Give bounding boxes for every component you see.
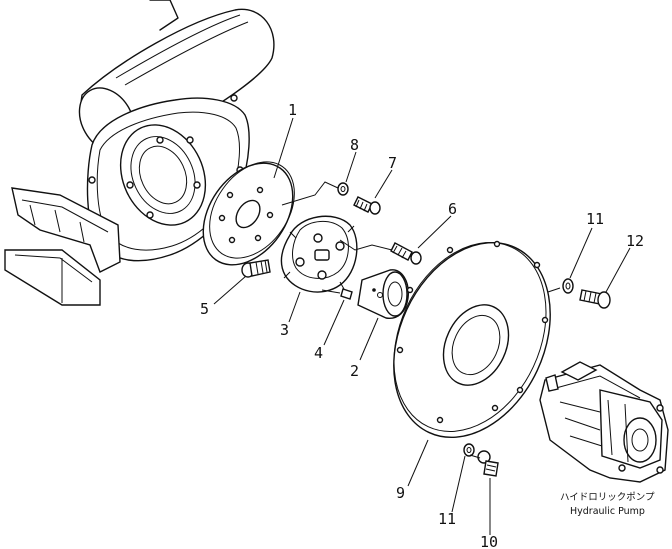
part-11-washer-upper bbox=[562, 278, 574, 294]
part-11-washer-lower bbox=[463, 443, 475, 457]
callout-11-upper: 11 bbox=[586, 210, 604, 228]
part-2-hub bbox=[357, 269, 409, 319]
callout-11-lower: 11 bbox=[438, 510, 456, 528]
part-9-flywheel bbox=[393, 240, 551, 439]
part-4-set-screw bbox=[340, 288, 353, 300]
callouts: 1 8 7 6 11 12 5 3 4 2 9 11 10 bbox=[200, 101, 644, 549]
callout-3: 3 bbox=[280, 321, 289, 339]
hydraulic-pump bbox=[539, 361, 669, 483]
callout-2: 2 bbox=[350, 362, 359, 380]
leader-lines bbox=[213, 117, 631, 535]
part-10-bolt bbox=[477, 450, 499, 477]
callout-12: 12 bbox=[626, 232, 644, 250]
part-12-bolt bbox=[579, 289, 611, 309]
pump-label-japanese: ハイドロリックポンプ bbox=[560, 492, 655, 503]
assembly-lines bbox=[281, 181, 561, 459]
part-5-bolt bbox=[241, 259, 271, 278]
part-1-flange bbox=[202, 161, 295, 266]
callout-8: 8 bbox=[350, 136, 359, 154]
callout-1: 1 bbox=[288, 101, 297, 119]
callout-9: 9 bbox=[396, 484, 405, 502]
pump-label-english: Hydraulic Pump bbox=[570, 506, 645, 517]
callout-7: 7 bbox=[388, 154, 397, 172]
part-6-bolt bbox=[390, 242, 422, 265]
callout-6: 6 bbox=[448, 200, 457, 218]
callout-5: 5 bbox=[200, 300, 209, 318]
callout-10: 10 bbox=[480, 533, 498, 549]
part-8-washer bbox=[337, 182, 349, 196]
callout-4: 4 bbox=[314, 344, 323, 362]
part-3-coupling bbox=[280, 215, 358, 293]
part-7-bolt bbox=[353, 196, 381, 215]
pump-caption: ハイドロリックポンプ Hydraulic Pump bbox=[560, 492, 655, 517]
